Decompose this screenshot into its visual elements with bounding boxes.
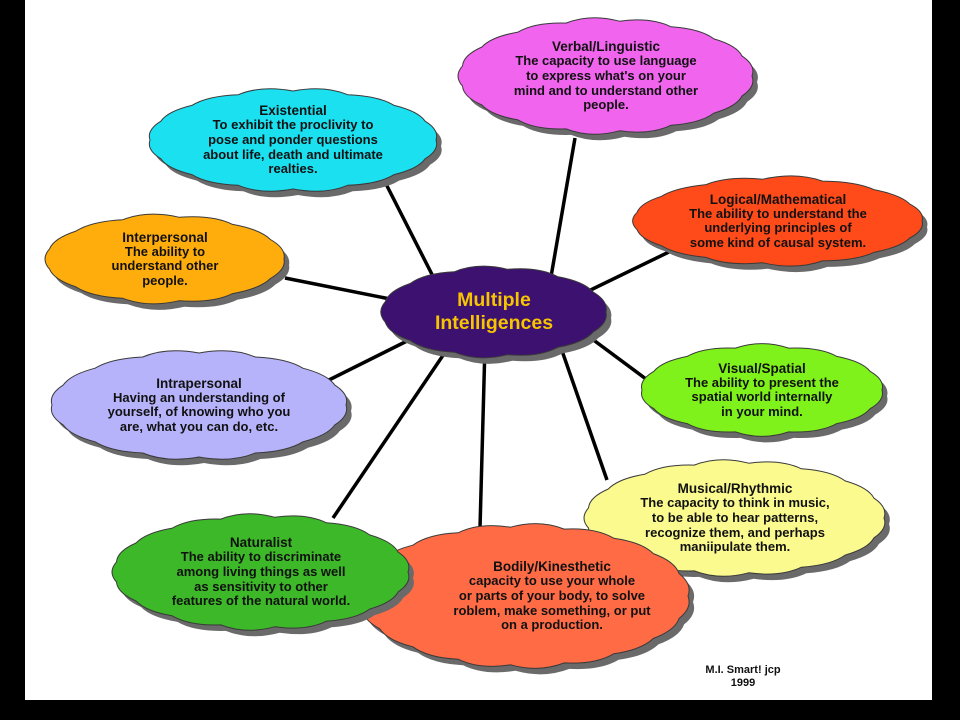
cloud-logical: Logical/Mathematical The ability to unde…: [627, 172, 929, 273]
cloud-bodily: Bodily/Kinesthetic capacity to use your …: [353, 520, 695, 675]
cloud-fill: [641, 343, 883, 437]
cloud-naturalist: Naturalist The ability to discriminate a…: [107, 510, 415, 637]
cloud-shape: [583, 459, 890, 583]
cloud-shape: [457, 17, 758, 141]
node-title: Interpersonal: [122, 229, 208, 245]
node-title: Intrapersonal: [156, 375, 242, 391]
cloud-shape: [148, 88, 442, 198]
cloud-shape: [44, 213, 290, 310]
diagram-canvas: Verbal/Linguistic The capacity to use la…: [25, 0, 932, 700]
node-description: The ability to understand other people.: [111, 243, 219, 288]
node-description: The ability to present the spatial world…: [685, 374, 839, 419]
node-title: Verbal/Linguistic: [551, 39, 661, 55]
cloud-shape: [50, 350, 352, 466]
node-description: The ability to understand the underlying…: [689, 205, 867, 250]
node-description: To exhibit the proclivity to pose and po…: [203, 117, 383, 177]
cloud-musical: Musical/Rhythmic The capacity to think i…: [579, 456, 891, 583]
diagram-title: Multiple Intelligences: [434, 288, 554, 334]
connector-verbal: [545, 137, 577, 301]
cloud-fill: [583, 459, 886, 577]
cloud-center: Multiple Intelligences: [375, 262, 613, 364]
cloud-shape: [111, 513, 414, 637]
cloud-fill: [457, 17, 754, 135]
cloud-fill: [148, 88, 438, 192]
node-title: Existential: [259, 103, 327, 119]
cloud-fill: [380, 265, 607, 359]
node-title: Bodily/Kinesthetic: [493, 559, 611, 575]
credit-text: M.I. Smart! jcp 1999: [705, 664, 781, 690]
node-description: Having an understanding of yourself, of …: [107, 389, 291, 434]
cloud-intrapersonal: Intrapersonal Having an understanding of…: [45, 346, 353, 466]
node-title: Logical/Mathematical: [709, 191, 847, 207]
node-description: capacity to use your whole or parts of y…: [453, 573, 651, 633]
node-title: Visual/Spatial: [718, 360, 806, 376]
cloud-shape: [641, 343, 888, 443]
cloud-interpersonal: Interpersonal The ability to understand …: [39, 210, 291, 310]
cloud-shape: [380, 265, 612, 364]
cloud-fill: [44, 213, 285, 305]
node-title: Musical/Rhythmic: [677, 481, 793, 497]
cloud-visual: Visual/Spatial The ability to present th…: [635, 340, 889, 443]
cloud-existential: Existential To exhibit the proclivity to…: [143, 84, 443, 198]
connector-naturalist: [331, 344, 452, 519]
cloud-fill: [50, 350, 348, 460]
cloud-fill: [111, 513, 410, 631]
connector-bodily: [478, 344, 487, 529]
cloud-verbal: Verbal/Linguistic The capacity to use la…: [453, 14, 759, 141]
node-title: Naturalist: [229, 535, 293, 551]
cloud-shape: [357, 523, 695, 675]
node-description: The capacity to use language to express …: [513, 53, 699, 113]
node-description: The capacity to think in music, to be ab…: [640, 495, 830, 555]
node-description: The ability to discriminate among living…: [171, 549, 351, 609]
cloud-fill: [632, 175, 923, 267]
connector-musical: [558, 344, 609, 481]
cloud-shape: [632, 175, 928, 273]
